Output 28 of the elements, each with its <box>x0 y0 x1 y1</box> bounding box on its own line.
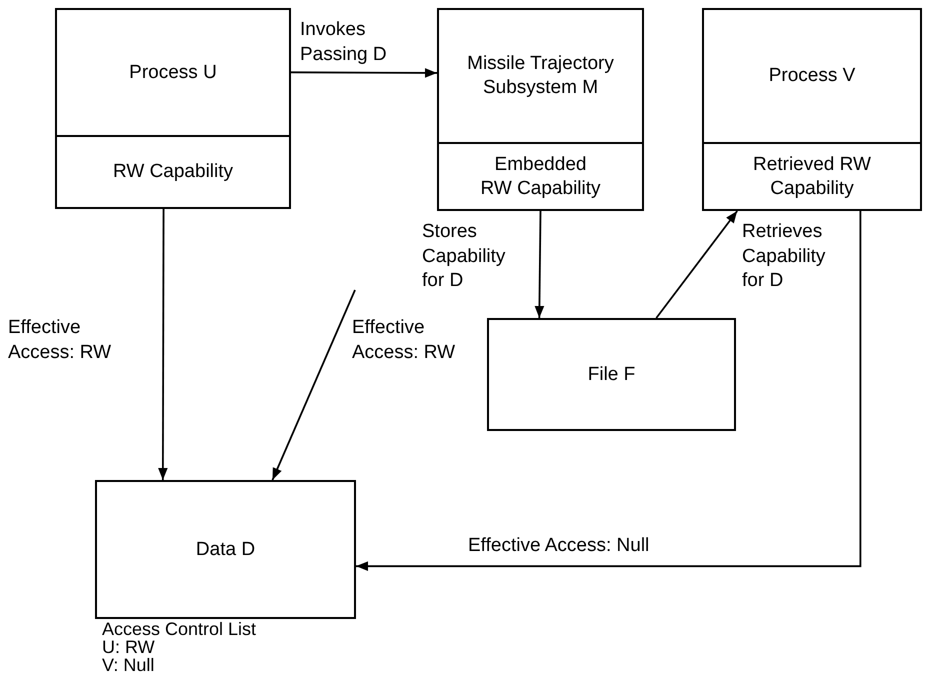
arrow <box>291 68 437 78</box>
box-subtitle: RW Capability <box>112 160 234 184</box>
note-text: Access Control List <box>102 620 256 638</box>
arrow <box>158 209 168 480</box>
box-title: File F <box>588 362 636 386</box>
edge-label: Retrieves Capability for D <box>742 220 826 294</box>
edge-label: Effective Access: RW <box>8 316 112 365</box>
box-title: Process U <box>129 60 217 84</box>
box-subtitle: Retrieved RW Capability <box>752 152 872 200</box>
process-box <box>437 8 644 211</box>
process-box <box>487 318 736 431</box>
box-title: Missile Trajectory Subsystem M <box>466 52 615 100</box>
process-box <box>55 8 291 209</box>
edge-label: Effective Access: RW <box>352 316 456 365</box>
note-text: V: Null <box>102 656 156 674</box>
box-subtitle: Embedded RW Capability <box>479 152 602 200</box>
edge-label: Stores Capability for D <box>422 220 506 294</box>
arrow <box>656 210 738 319</box>
process-box <box>702 8 922 211</box>
process-box <box>95 480 356 619</box>
arrow <box>356 211 862 571</box>
arrow <box>272 290 356 480</box>
arrow <box>534 211 544 318</box>
box-title: Process V <box>768 64 856 88</box>
edge-label: Effective Access: Null <box>468 534 650 558</box>
note-text: U: RW <box>102 638 156 656</box>
box-title: Data D <box>196 538 256 562</box>
edge-label: Invokes Passing D <box>300 18 388 67</box>
